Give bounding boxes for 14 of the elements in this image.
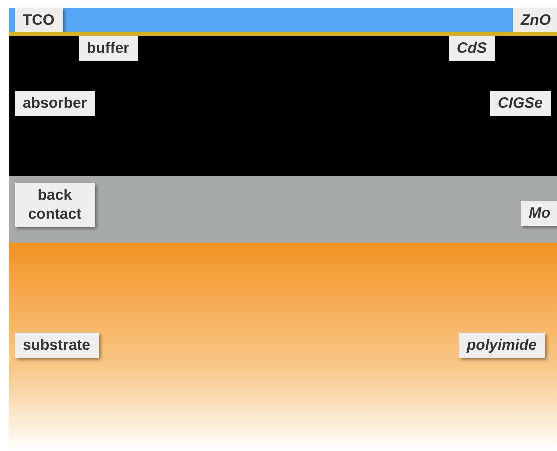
layer-band [9, 243, 557, 451]
layer-name-label: back contact [15, 183, 95, 227]
material-label: ZnO [513, 8, 557, 33]
layer-band [9, 8, 557, 32]
material-label: CdS [449, 36, 495, 61]
layer-name-label: TCO [15, 8, 63, 33]
layer-name-label: substrate [15, 333, 99, 358]
material-label: polyimide [459, 333, 546, 358]
layer-band [9, 36, 557, 176]
layer-band [9, 176, 557, 243]
layer-name-label: absorber [15, 91, 96, 116]
material-label: Mo [521, 201, 557, 226]
layer-name-label: buffer [79, 36, 138, 61]
material-label: CIGSe [490, 91, 552, 116]
